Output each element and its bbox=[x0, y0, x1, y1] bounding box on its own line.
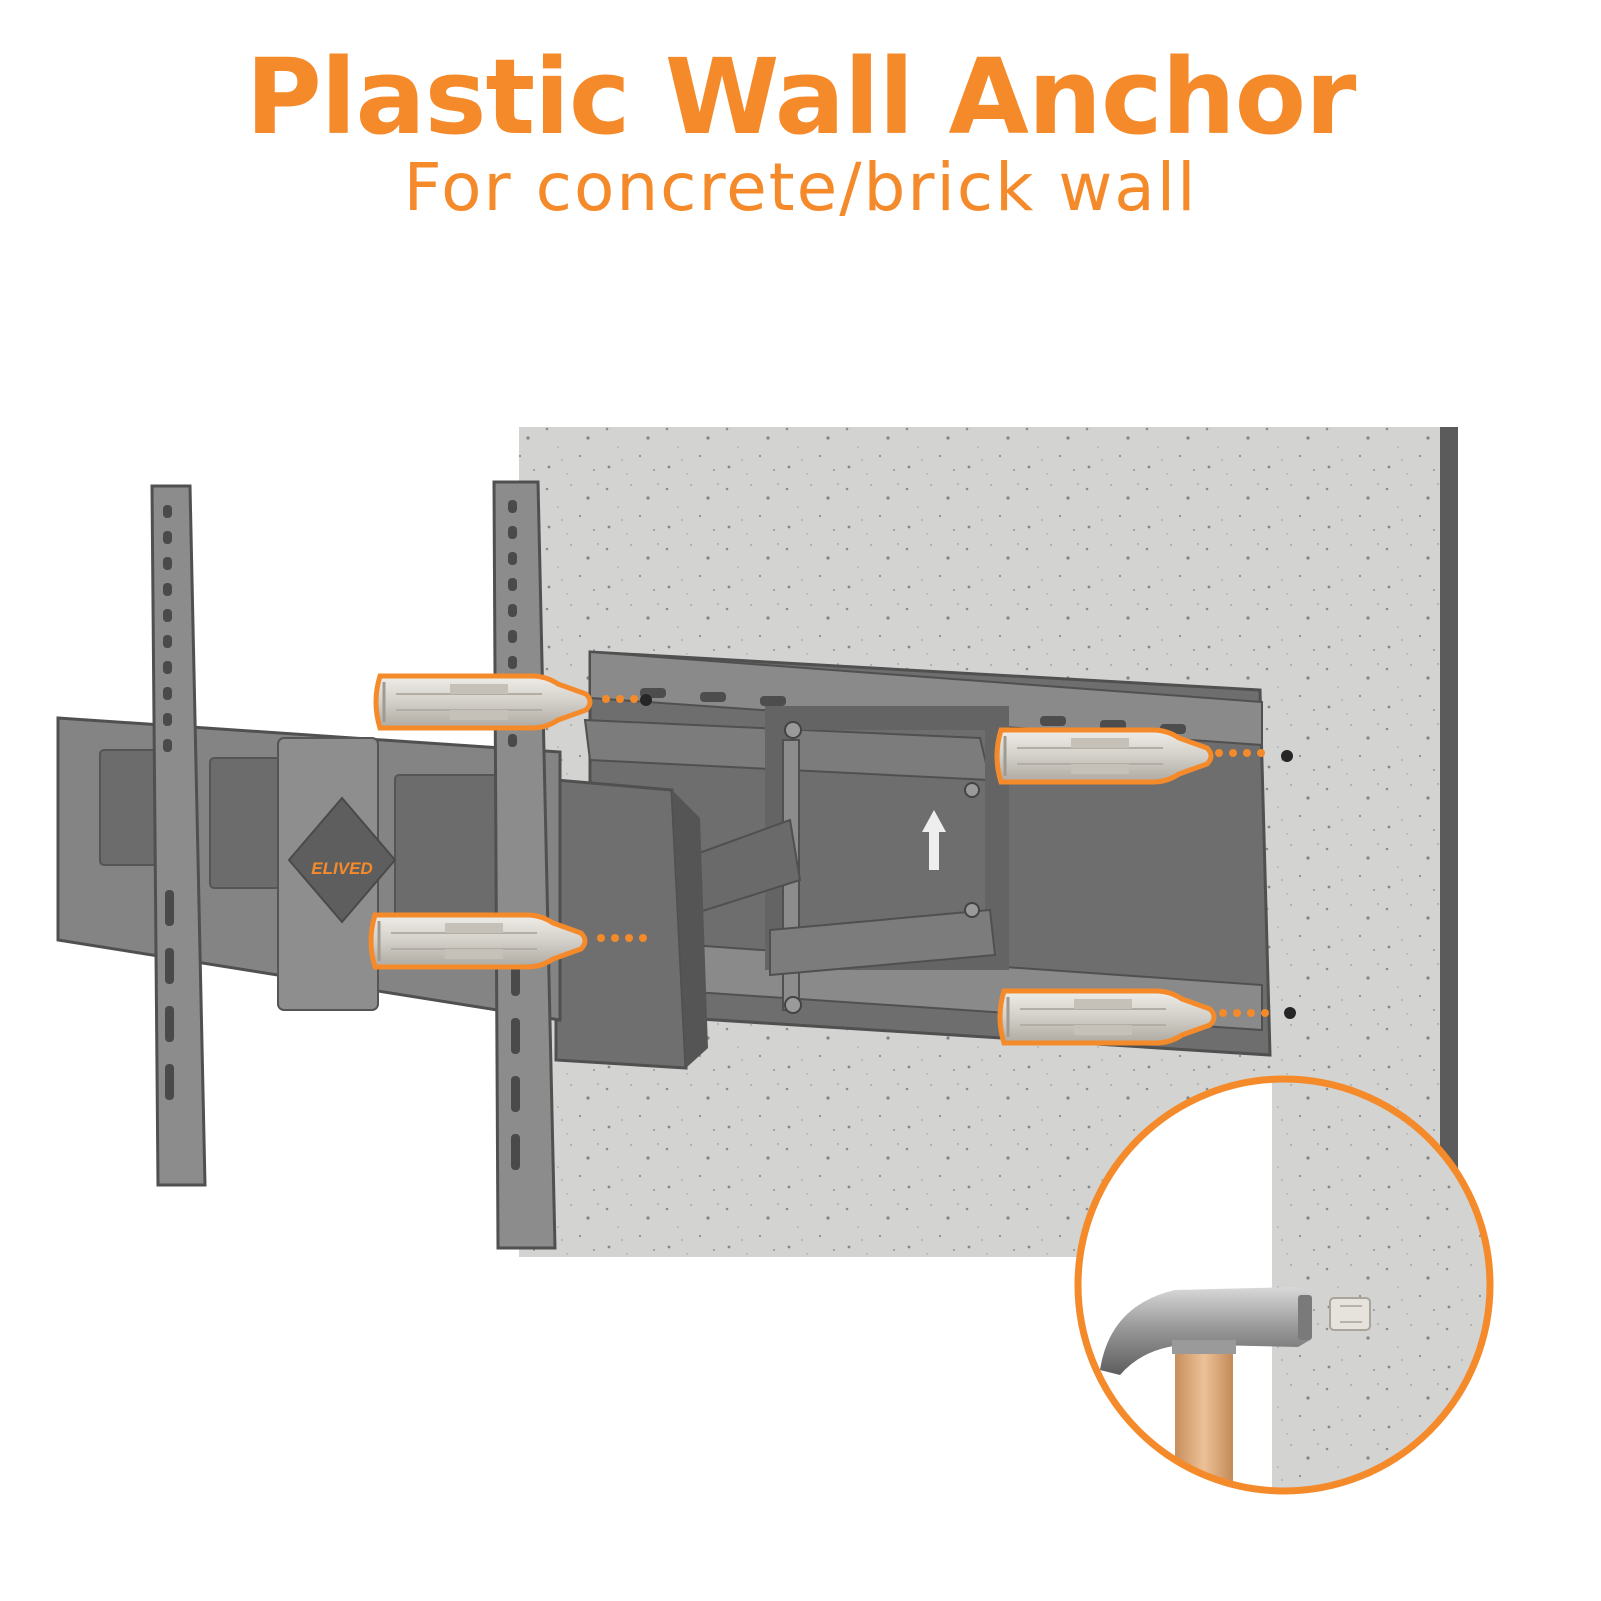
svg-text:ELIVED: ELIVED bbox=[311, 859, 372, 878]
brand-logo: ELIVED bbox=[287, 796, 397, 924]
inset-anchor bbox=[1329, 1297, 1371, 1331]
guide-dots bbox=[597, 695, 1269, 1017]
swivel-hub bbox=[554, 778, 708, 1070]
articulating-arm bbox=[583, 706, 1009, 1014]
up-arrow-icon bbox=[922, 810, 946, 870]
page-subtitle: For concrete/brick wall bbox=[403, 149, 1198, 226]
tv-vertical-bracket-left bbox=[150, 484, 207, 1187]
page-title: Plastic Wall Anchor bbox=[245, 36, 1357, 158]
